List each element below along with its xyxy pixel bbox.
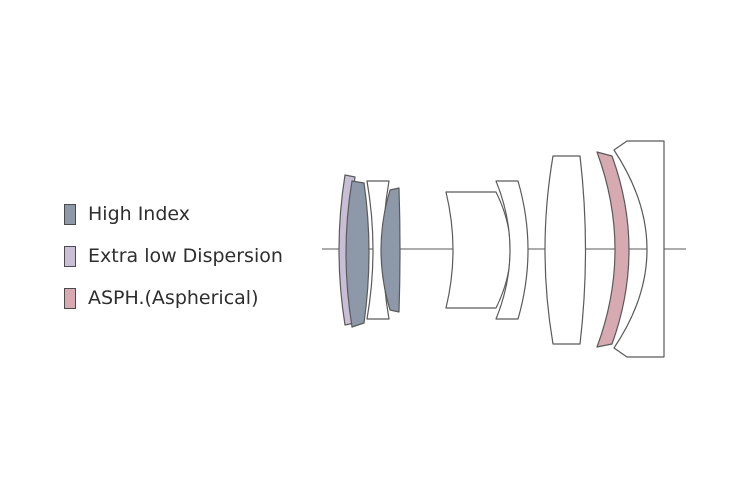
- legend-item-high-index: High Index: [64, 193, 283, 235]
- legend-label-aspherical: ASPH.(Aspherical): [88, 287, 259, 309]
- aspherical-swatch: [64, 287, 76, 309]
- legend-item-aspherical: ASPH.(Aspherical): [64, 277, 283, 319]
- lens-element-4: [380, 187, 401, 313]
- lens-element-8: [596, 151, 630, 348]
- legend-item-extra-low-dispersion: Extra low Dispersion: [64, 235, 283, 277]
- lens-element-6: [495, 180, 529, 320]
- legend-label-high-index: High Index: [88, 203, 191, 225]
- legend-label-extra-low-dispersion: Extra low Dispersion: [88, 245, 283, 267]
- lens-element-7: [544, 155, 587, 345]
- lens-element-2: [345, 180, 370, 328]
- extra-low-dispersion-swatch: [64, 245, 76, 267]
- high-index-swatch: [64, 203, 76, 225]
- legend: High Index Extra low Dispersion ASPH.(As…: [64, 193, 283, 319]
- lens-element-9: [613, 140, 665, 358]
- lens-element-5: [445, 191, 512, 309]
